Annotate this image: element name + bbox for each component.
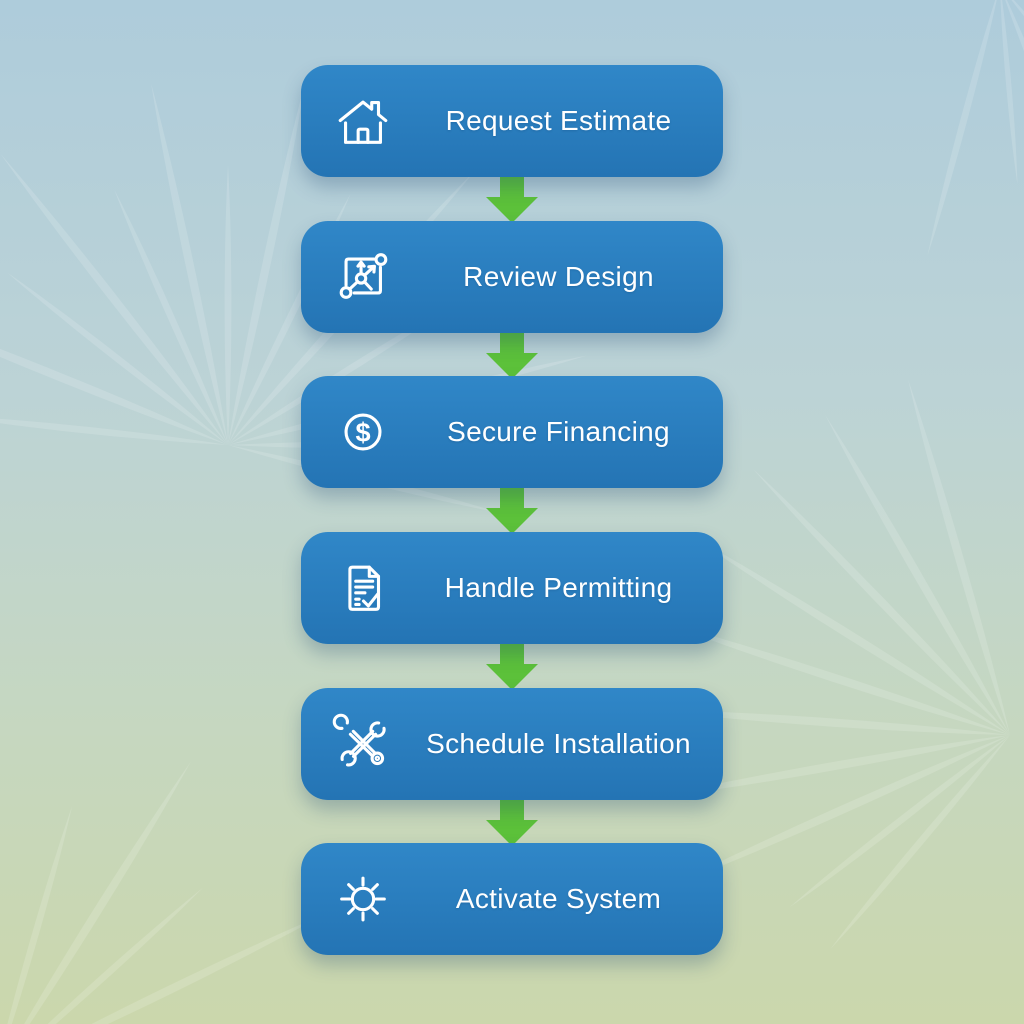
step-schedule-installation: Schedule Installation bbox=[301, 688, 723, 800]
dollar-glyph: $ bbox=[355, 417, 370, 448]
step-label: Secure Financing bbox=[447, 416, 670, 447]
step-handle-permitting: Handle Permitting bbox=[301, 532, 723, 644]
step-label: Schedule Installation bbox=[426, 728, 691, 759]
step-activate-system: Activate System bbox=[301, 843, 723, 955]
step-review-design: Review Design bbox=[301, 221, 723, 333]
step-secure-financing: $ Secure Financing bbox=[301, 376, 723, 488]
step-label: Activate System bbox=[455, 883, 662, 914]
design-nodes-icon bbox=[339, 253, 388, 299]
document-check-icon bbox=[348, 565, 381, 611]
house-icon bbox=[338, 100, 388, 144]
crossed-wrenches-icon bbox=[332, 713, 386, 767]
dollar-circle-icon: $ bbox=[344, 413, 382, 451]
step-label: Request Estimate bbox=[445, 105, 672, 136]
step-label: Review Design bbox=[463, 261, 654, 292]
step-request-estimate: Request Estimate bbox=[301, 65, 723, 177]
sun-icon bbox=[340, 876, 386, 922]
step-label: Handle Permitting bbox=[444, 572, 673, 603]
